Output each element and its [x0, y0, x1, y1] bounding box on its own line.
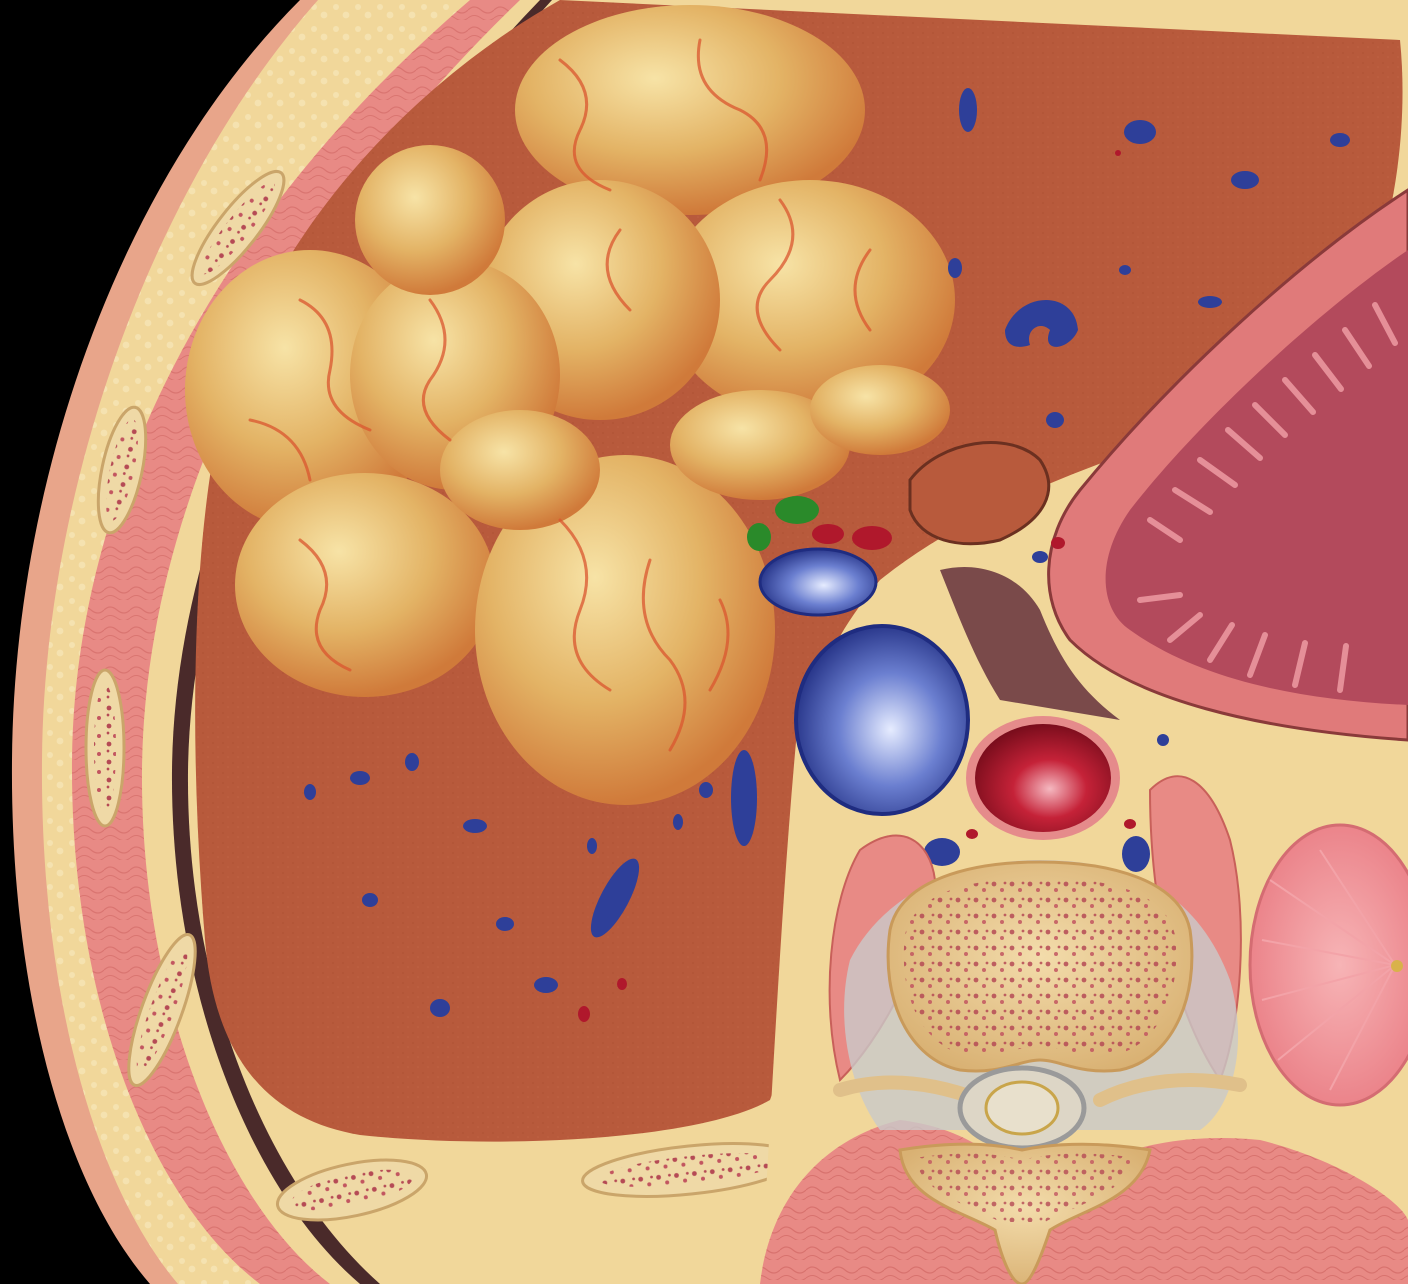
tumor-lobe	[665, 180, 955, 420]
vertebra	[833, 860, 1247, 1284]
hepatic-artery	[852, 526, 892, 550]
rib-2	[96, 405, 148, 535]
rib-5	[275, 1158, 429, 1222]
tumor-lobe	[475, 455, 775, 805]
stomach-mucosa	[1105, 250, 1408, 705]
tumor-lobe	[810, 365, 950, 455]
tumor-lobe	[515, 5, 865, 215]
stomach-rugae	[1137, 302, 1398, 693]
kidney	[1248, 823, 1408, 1107]
hepatic-arteries	[578, 150, 1121, 1022]
tumor-lobe	[440, 410, 600, 530]
rib-1	[190, 169, 286, 287]
tumor-lobe	[235, 473, 495, 697]
hepatic-vessels	[304, 88, 1350, 1017]
tumor-lobe	[355, 145, 505, 295]
inferior-vena-cava	[794, 624, 970, 816]
spinous-marrow	[915, 1153, 1135, 1222]
kidney-rays	[1261, 849, 1396, 1091]
vertebral-marrow	[903, 878, 1177, 1056]
caudate-lobe	[908, 441, 1051, 546]
tumor-vessels	[248, 38, 872, 752]
portal-vein	[758, 547, 878, 617]
diaphragm-crus	[940, 566, 1120, 720]
aorta	[966, 716, 1120, 840]
rib-6	[581, 1142, 799, 1198]
bile-duct	[775, 496, 819, 524]
renal-hilum	[1391, 960, 1403, 972]
spinal-cord	[984, 1080, 1060, 1136]
hepatic-artery	[812, 524, 844, 544]
rib-4	[127, 933, 197, 1087]
periaortic-vessels	[924, 537, 1169, 872]
tumor-lobe	[670, 390, 850, 500]
tumor-mass	[185, 5, 955, 805]
portal-triad	[747, 496, 892, 617]
bile-duct	[747, 523, 771, 551]
stomach	[1047, 188, 1408, 742]
rib-3	[84, 668, 126, 828]
